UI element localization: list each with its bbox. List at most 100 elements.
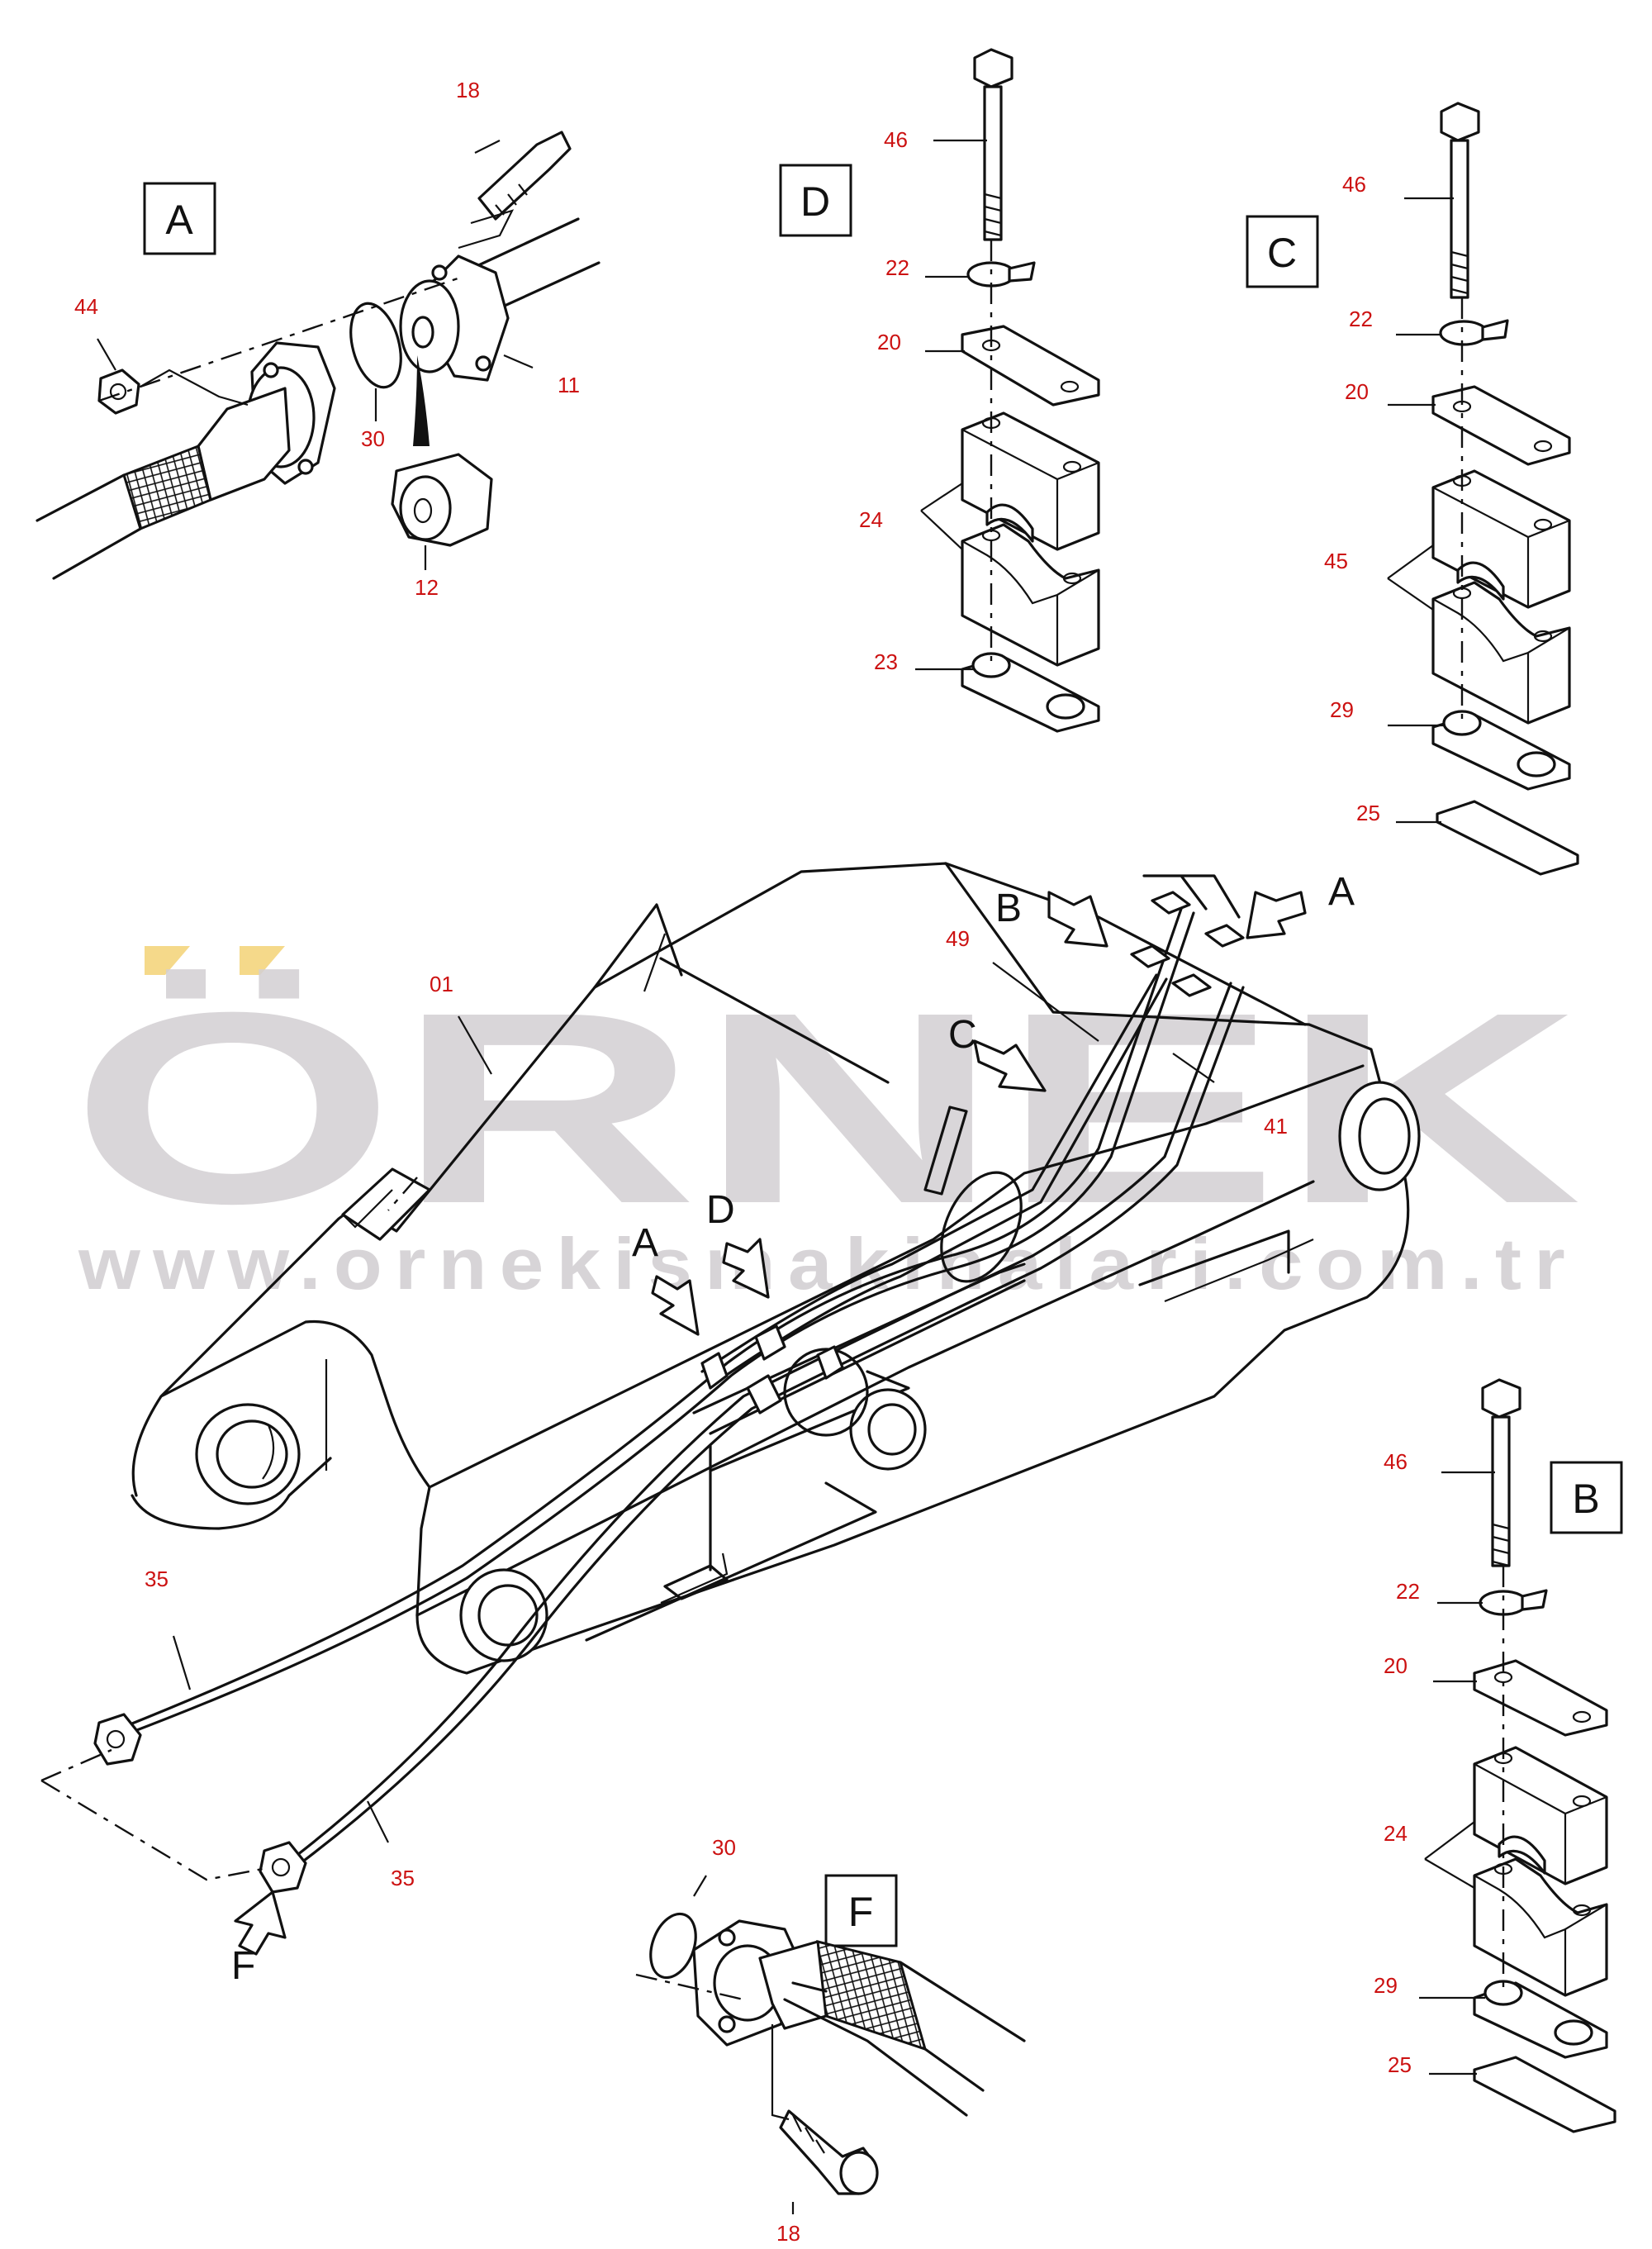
- detail-d-label-23: 23: [874, 649, 898, 674]
- detail-c-label-20: 20: [1345, 379, 1369, 404]
- detail-d-label-24: 24: [859, 507, 883, 532]
- detail-b-clamp-lower: [1473, 1857, 1608, 1997]
- detail-a-nut: [97, 368, 140, 415]
- detail-f-letter: F: [848, 1889, 874, 1935]
- label-hose-35-left: 35: [145, 1567, 169, 1591]
- detail-b-label-22: 22: [1396, 1579, 1420, 1604]
- detail-b-label-29: 29: [1374, 1973, 1398, 1998]
- watermark: ÖRNEK www.ornekismakinalari.com.tr: [70, 946, 1582, 1305]
- watermark-brand: ÖRNEK: [70, 955, 1582, 1260]
- detail-c-label-25: 25: [1356, 801, 1380, 825]
- hose-fitting-left: [93, 1713, 142, 1766]
- detail-c-bolt-shank: [1450, 139, 1469, 299]
- boom-foot-pin: [195, 1403, 301, 1505]
- arrow-b-top: [1047, 891, 1108, 948]
- detail-b-label-46: 46: [1384, 1449, 1408, 1474]
- detail-a-label-12: 12: [415, 575, 439, 600]
- detail-d-label-20: 20: [877, 330, 901, 354]
- boom-assembly: [131, 862, 1421, 1675]
- detail-f-label-18: 18: [776, 2221, 800, 2246]
- boom-top-lug: [593, 903, 683, 989]
- detail-d-plate: [961, 325, 1100, 407]
- detail-b-pad: [1473, 2056, 1616, 2133]
- detail-c: C 46 22 20 45 29 25: [1246, 102, 1579, 876]
- detail-f: F 30 18: [635, 1835, 1026, 2246]
- detail-a-hose-end: [197, 387, 291, 502]
- detail-c-label-45: 45: [1324, 549, 1348, 573]
- detail-f-hose-braid: [816, 1940, 928, 2052]
- detail-c-clamp-lower: [1431, 581, 1571, 725]
- detail-c-label-46: 46: [1342, 172, 1366, 197]
- detail-c-letter: C: [1267, 230, 1297, 276]
- detail-a-letter: A: [165, 197, 193, 243]
- detail-a-bolt: [477, 131, 572, 221]
- label-hose-35-bottom: 35: [391, 1866, 415, 1890]
- label-line-49: 49: [946, 926, 970, 951]
- arrow-d-mid: [722, 1238, 770, 1299]
- detail-b-bolt-head: [1481, 1378, 1521, 1419]
- arrow-f-bottom: [234, 1890, 287, 1956]
- label-line-41: 41: [1264, 1114, 1288, 1139]
- detail-d-label-22: 22: [885, 255, 909, 280]
- detail-a-pipe: [461, 217, 601, 311]
- detail-b-letter: B: [1572, 1476, 1599, 1522]
- detail-d-box: [779, 164, 852, 237]
- detail-b-label-20: 20: [1384, 1653, 1408, 1678]
- detail-a-label-44: 44: [74, 294, 98, 319]
- detail-a-label-30: 30: [361, 426, 385, 451]
- arrow-c-mid: [973, 1039, 1047, 1092]
- arrow-b-top-label: B: [995, 887, 1022, 930]
- arrow-a-mid-label: A: [632, 1221, 658, 1265]
- detail-f-oring: [649, 1912, 697, 1980]
- detail-a-hose: [36, 473, 142, 580]
- detail-c-bolt-head: [1440, 102, 1480, 142]
- arrow-a-top-label: A: [1328, 870, 1355, 914]
- detail-b-box: [1550, 1461, 1623, 1534]
- hose-fitting-bottom: [259, 1841, 307, 1894]
- detail-c-washer: [1439, 320, 1488, 346]
- detail-d-clamp-lower: [961, 523, 1100, 667]
- detail-b-bolt-shank: [1491, 1415, 1511, 1567]
- detail-c-label-22: 22: [1349, 307, 1373, 331]
- arrow-c-mid-label: C: [948, 1013, 977, 1057]
- detail-b-label-25: 25: [1388, 2052, 1412, 2077]
- boom-head-pin: [1338, 1081, 1421, 1191]
- detail-c-box: [1246, 215, 1319, 288]
- detail-a-insert-arrow: [413, 355, 430, 446]
- detail-c-pad: [1436, 800, 1579, 876]
- detail-c-spacer: [1442, 710, 1482, 736]
- arrow-a-mid: [651, 1275, 700, 1336]
- watermark-dot-left: [145, 946, 190, 975]
- detail-c-plate: [1431, 385, 1571, 466]
- watermark-url: www.ornekismakinalari.com.tr: [78, 1223, 1578, 1305]
- detail-d: D 46 22 20 24 23: [779, 48, 1100, 733]
- label-boom-01: 01: [430, 972, 453, 996]
- detail-c-label-29: 29: [1330, 697, 1354, 722]
- detail-a-oring: [349, 302, 402, 389]
- line-clamp: [700, 891, 1245, 1415]
- arrow-a-top: [1246, 891, 1307, 939]
- detail-d-bolt-head: [973, 48, 1014, 88]
- detail-b-plate: [1473, 1659, 1608, 1737]
- detail-a-label-18: 18: [456, 78, 480, 102]
- view-arrows: B A C A D F: [231, 870, 1355, 1988]
- detail-a-box: [143, 182, 216, 255]
- detail-d-letter: D: [800, 178, 830, 225]
- detail-d-bolt-shank: [983, 85, 1003, 241]
- detail-a-label-11: 11: [558, 373, 580, 397]
- arrow-d-mid-label: D: [706, 1188, 735, 1232]
- detail-f-box: [824, 1874, 898, 1947]
- watermark-dot-right: [240, 946, 285, 975]
- detail-b: B 46 22 20 24 29 25: [1374, 1378, 1623, 2133]
- arrow-f-bottom-label: F: [231, 1944, 255, 1988]
- detail-f-label-30: 30: [712, 1835, 736, 1860]
- detail-b-spacer: [1483, 1980, 1523, 2006]
- detail-d-label-46: 46: [884, 127, 908, 152]
- detail-a: A 18 44 30: [36, 78, 601, 600]
- detail-d-spacer: [971, 652, 1011, 678]
- detail-b-label-24: 24: [1384, 1821, 1408, 1846]
- detail-a-hose-braid: [122, 444, 212, 531]
- hydraulic-lines: 01 49 41 35 35: [40, 874, 1288, 1894]
